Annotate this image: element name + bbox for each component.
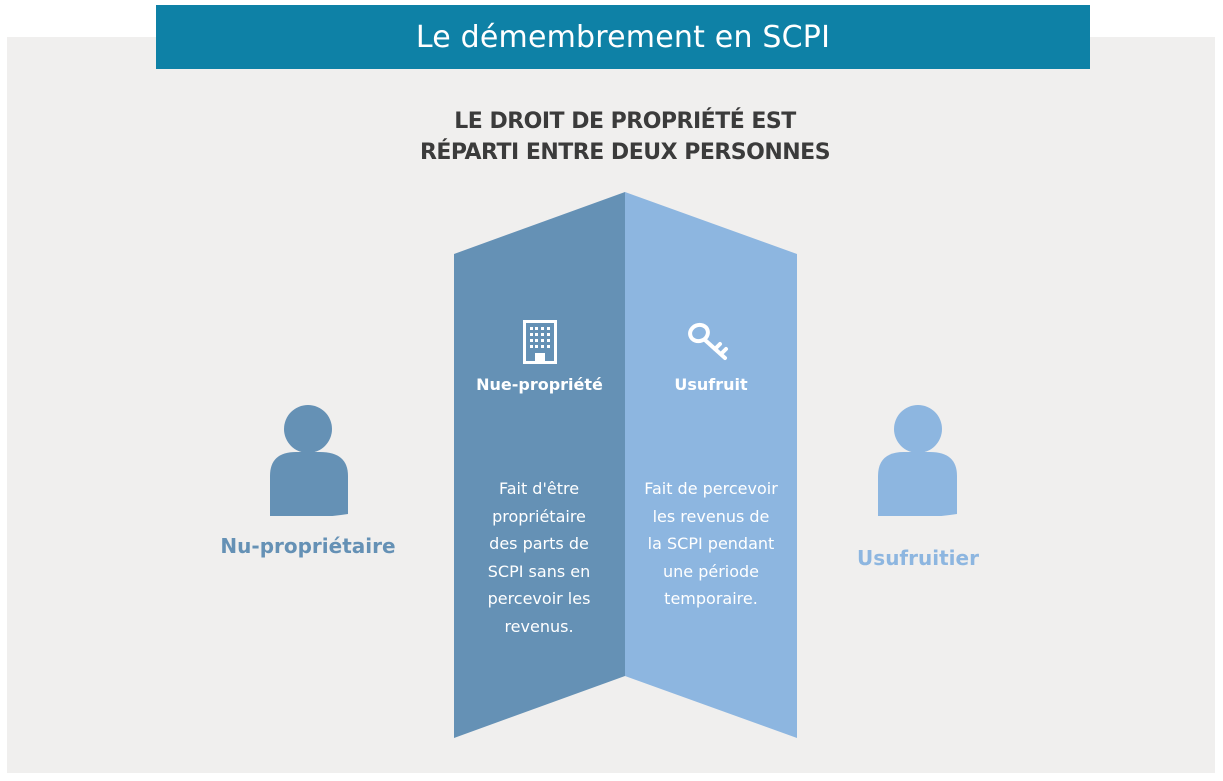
description-line: les revenus de: [652, 506, 770, 526]
description-line: des parts de: [489, 534, 589, 553]
description-line: revenus.: [504, 616, 574, 636]
description-line: propriétaire: [492, 506, 586, 526]
description-line: une période: [662, 561, 760, 581]
nue-propriete-panel: [454, 192, 625, 738]
description-line: SCPI sans en: [487, 561, 591, 581]
description-line: temporaire.: [664, 589, 758, 608]
description-line: percevoir les: [487, 589, 591, 608]
subtitle-line-1: LE DROIT DE PROPRIÉTÉ EST: [454, 109, 796, 134]
description-line: la SCPI pendant: [647, 534, 775, 553]
key-icon: [688, 322, 728, 360]
title-bar: Le démembrement en SCPI: [156, 5, 1090, 69]
usufruit-description: Fait de percevoir les revenus de la SCPI…: [611, 475, 811, 613]
person-icon-usufruitier: [878, 405, 957, 516]
usufruit-panel: [625, 192, 797, 738]
description-line: Fait d'être: [498, 479, 580, 498]
nu-proprietaire-label: Nu-propriétaire: [220, 534, 396, 558]
usufruitier-label: Usufruitier: [857, 546, 979, 570]
description-line: Fait de percevoir: [644, 479, 778, 498]
building-icon: [523, 320, 557, 364]
subtitle-line-2: RÉPARTI ENTRE DEUX PERSONNES: [419, 140, 831, 165]
subtitle: LE DROIT DE PROPRIÉTÉ EST RÉPARTI ENTRE …: [300, 106, 950, 168]
page-title: Le démembrement en SCPI: [415, 19, 831, 55]
nue-propriete-description: Fait d'être propriétaire des parts de SC…: [439, 475, 639, 640]
nue-propriete-title: Nue-propriété: [476, 375, 603, 394]
person-icon-nu-proprietaire: [270, 405, 348, 516]
usufruit-title: Usufruit: [674, 375, 748, 394]
